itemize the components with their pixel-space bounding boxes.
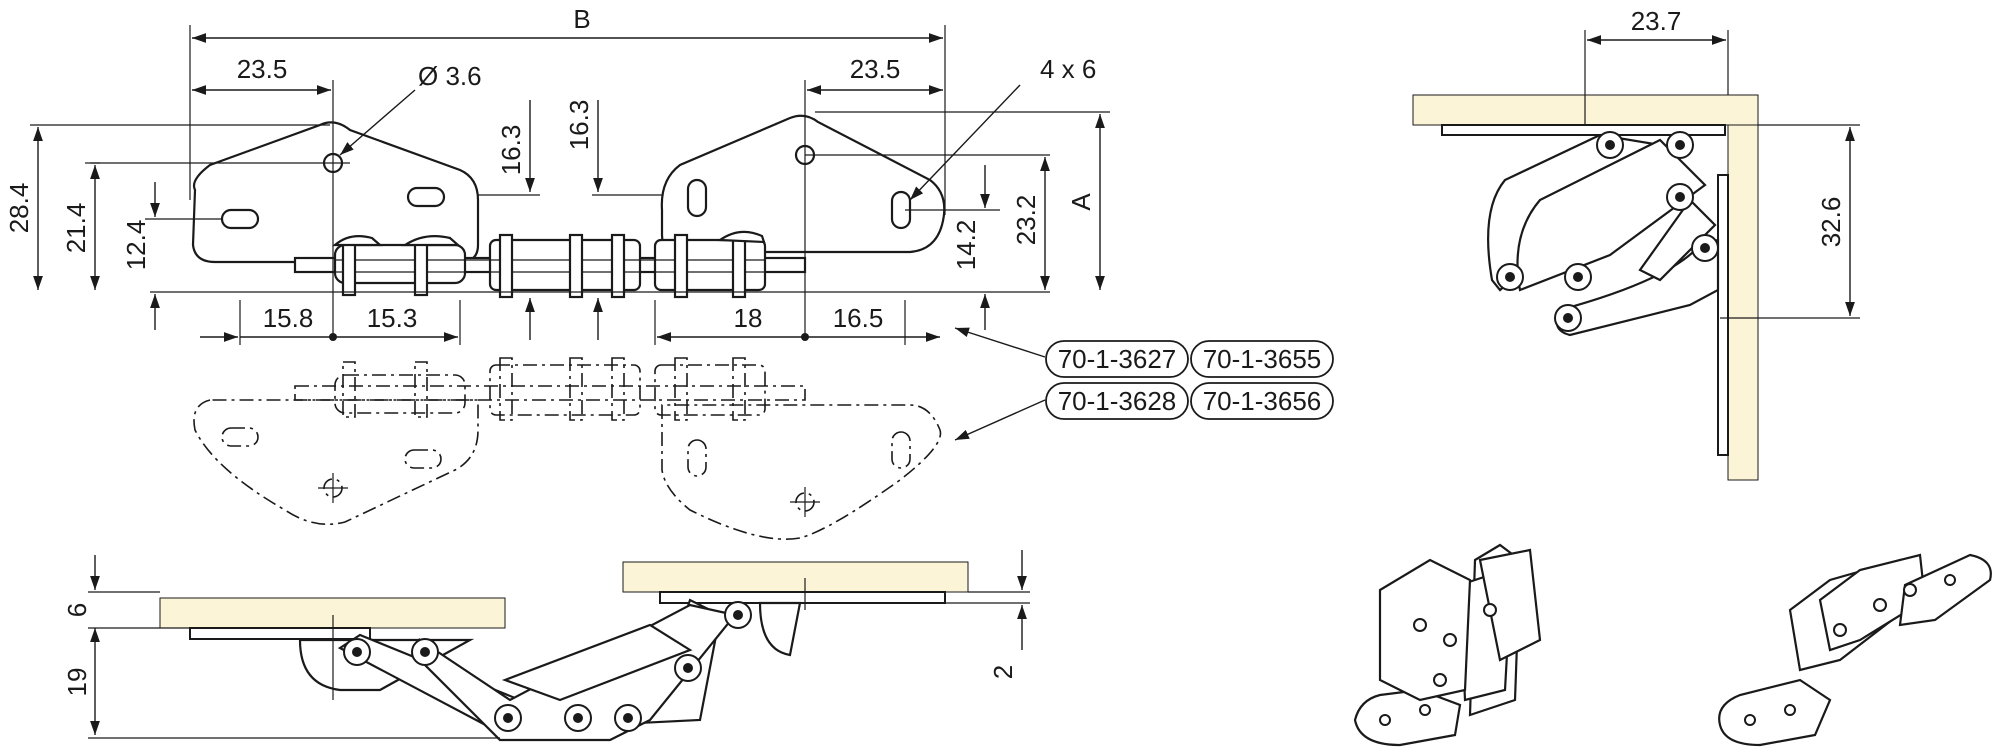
svg-text:70-1-3628: 70-1-3628 xyxy=(1058,386,1177,416)
svg-text:70-1-3655: 70-1-3655 xyxy=(1203,344,1322,374)
top-view-hinge xyxy=(30,80,1110,340)
dim-hole-diameter: Ø 3.6 xyxy=(418,61,482,91)
dim-height-12-4: 12.4 xyxy=(121,220,151,271)
left-mounting-plate xyxy=(191,121,480,264)
side-view-open-hinge xyxy=(159,561,969,742)
top-view-dimensions: B 23.5 23.5 Ø 3.6 4 x 6 16.3 16.3 28.4 2… xyxy=(4,4,1105,441)
corner-view-rivets xyxy=(1496,131,1719,332)
part-number-70-1-3655: 70-1-3655 xyxy=(1190,340,1334,378)
wood-panel-side xyxy=(1727,124,1759,481)
dim-link-height-1: 16.3 xyxy=(496,125,526,176)
corner-view-closed-hinge xyxy=(1412,94,1759,481)
part-number-70-1-3627: 70-1-3627 xyxy=(1045,340,1189,378)
part-number-labels: 70-1-3627 70-1-3655 70-1-3628 70-1-3656 xyxy=(1045,340,1334,420)
mirrored-hinge-view xyxy=(193,357,942,540)
dim-height-28-4: 28.4 xyxy=(4,183,34,234)
slot-left-horizontal xyxy=(220,208,260,230)
part-number-70-1-3656: 70-1-3656 xyxy=(1190,382,1334,420)
isometric-hinge-open xyxy=(1718,553,1992,747)
svg-text:70-1-3627: 70-1-3627 xyxy=(1058,344,1177,374)
dim-slot-size: 4 x 6 xyxy=(1040,54,1096,84)
side-view-dimensions: 6 19 2 xyxy=(62,550,1030,739)
dim-link-height-2: 16.3 xyxy=(564,100,594,151)
dim-side-height: 32.6 xyxy=(1816,197,1846,248)
dim-panel-thickness: 6 xyxy=(62,603,92,617)
dim-pitch-18: 18 xyxy=(734,303,763,333)
isometric-hinge-closed xyxy=(1353,543,1542,747)
side-view-rivets xyxy=(343,601,752,732)
dim-side-width: 23.7 xyxy=(1631,6,1682,36)
dim-gap: 2 xyxy=(988,665,1018,679)
dim-height-23-2: 23.2 xyxy=(1011,195,1041,246)
dim-pitch-16-5: 16.5 xyxy=(833,303,884,333)
dim-overall-width: B xyxy=(573,4,590,34)
dim-height-14-2: 14.2 xyxy=(951,220,981,271)
part-number-70-1-3628: 70-1-3628 xyxy=(1045,382,1189,420)
dim-right-hole-offset: 23.5 xyxy=(850,54,901,84)
dim-height-a: A xyxy=(1066,193,1096,211)
wood-panel-right xyxy=(622,561,969,593)
slot-left-horizontal-2 xyxy=(406,186,446,208)
dim-pitch-15-3: 15.3 xyxy=(367,303,418,333)
link-stack xyxy=(332,230,767,299)
dim-height-21-4: 21.4 xyxy=(61,203,91,254)
corner-view-dimensions: 23.7 32.6 xyxy=(1584,6,1860,319)
dim-left-hole-offset: 23.5 xyxy=(237,54,288,84)
slot-right-vertical xyxy=(686,178,708,218)
dim-pitch-15-8: 15.8 xyxy=(263,303,314,333)
svg-text:70-1-3656: 70-1-3656 xyxy=(1203,386,1322,416)
dim-hinge-depth: 19 xyxy=(62,668,92,697)
